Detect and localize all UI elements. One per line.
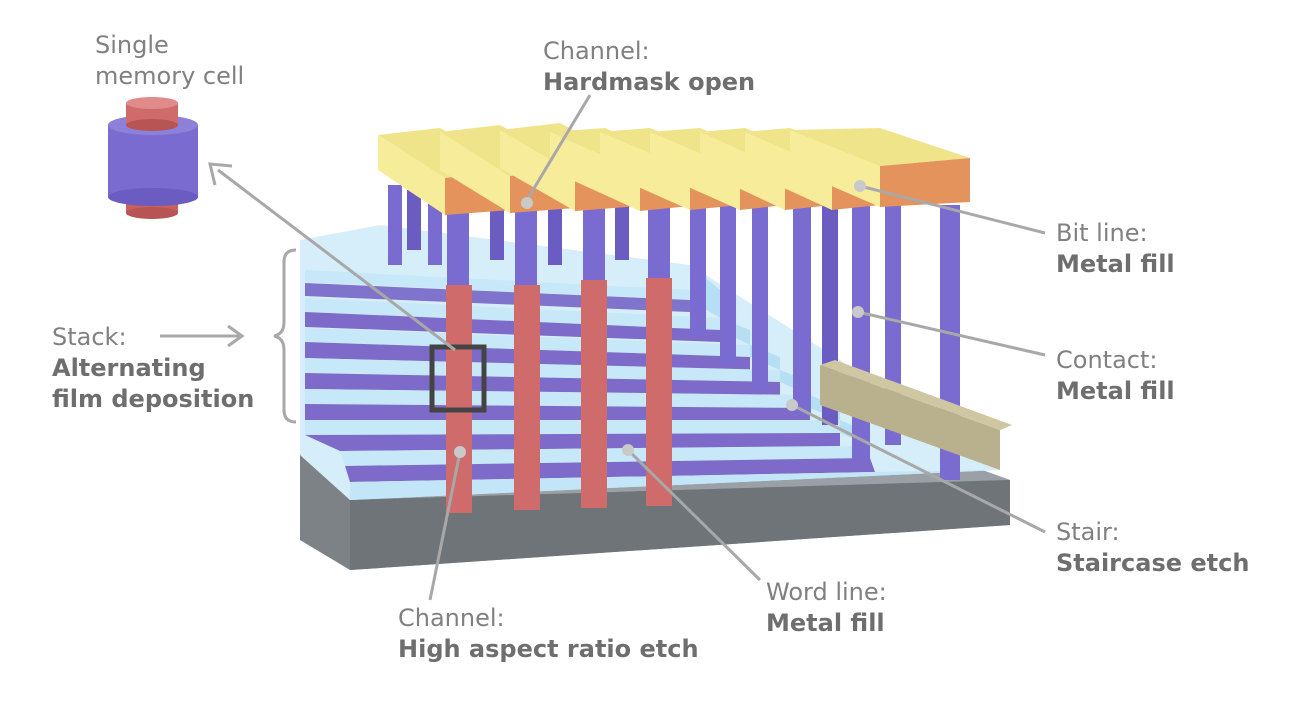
bit-lines (378, 123, 970, 215)
arrowhead-memory-cell (208, 162, 233, 186)
label-stair-title: Stair: (1056, 518, 1120, 546)
leader-bit-line (859, 184, 1046, 235)
label-memory-cell-line1: Single (95, 31, 169, 59)
memory-cell-icon (108, 97, 198, 219)
label-stack-sub1: Alternating (52, 354, 206, 382)
leader-word-line (626, 448, 762, 582)
label-stack-title: Stack: (52, 323, 127, 351)
label-word-line-title: Word line: (766, 578, 887, 606)
leader-memory-cell (217, 168, 456, 352)
leader-stair (791, 403, 1046, 534)
label-bit-line-sub: Metal fill (1056, 250, 1175, 278)
label-contact-sub: Metal fill (1056, 377, 1175, 405)
label-bit-line-title: Bit line: (1056, 219, 1148, 247)
label-channel-hardmask: Channel: Hardmask open (543, 36, 755, 98)
label-stair: Stair: Staircase etch (1056, 517, 1249, 579)
stack-brace (273, 248, 297, 424)
label-word-line-sub: Metal fill (766, 609, 885, 637)
leader-channel-bottom (428, 451, 462, 601)
label-channel-etch-title: Channel: (398, 604, 505, 632)
label-channel-etch-sub: High aspect ratio etch (398, 635, 699, 663)
arrowhead-stack (227, 324, 245, 348)
leader-lines (160, 94, 1046, 601)
label-memory-cell-line2: memory cell (95, 62, 245, 90)
label-contact: Contact: Metal fill (1056, 345, 1175, 407)
leader-channel-top (525, 94, 592, 201)
memory-cell-highlight (429, 344, 487, 413)
leader-dots (454, 180, 866, 458)
label-stair-sub: Staircase etch (1056, 549, 1250, 577)
label-stack-sub2: film deposition (52, 385, 255, 413)
label-stack: Stack: Alternating film deposition (52, 322, 254, 415)
label-word-line: Word line: Metal fill (766, 577, 887, 639)
label-bit-line: Bit line: Metal fill (1056, 218, 1175, 280)
channel-pillars (446, 278, 672, 513)
label-memory-cell: Single memory cell (95, 30, 244, 92)
label-channel-hardmask-title: Channel: (543, 37, 650, 65)
label-channel-hardmask-sub: Hardmask open (543, 68, 756, 96)
stair-contact-blocks (820, 360, 1012, 470)
label-contact-title: Contact: (1056, 346, 1158, 374)
label-channel-etch: Channel: High aspect ratio etch (398, 603, 699, 665)
leader-contact (857, 310, 1046, 357)
